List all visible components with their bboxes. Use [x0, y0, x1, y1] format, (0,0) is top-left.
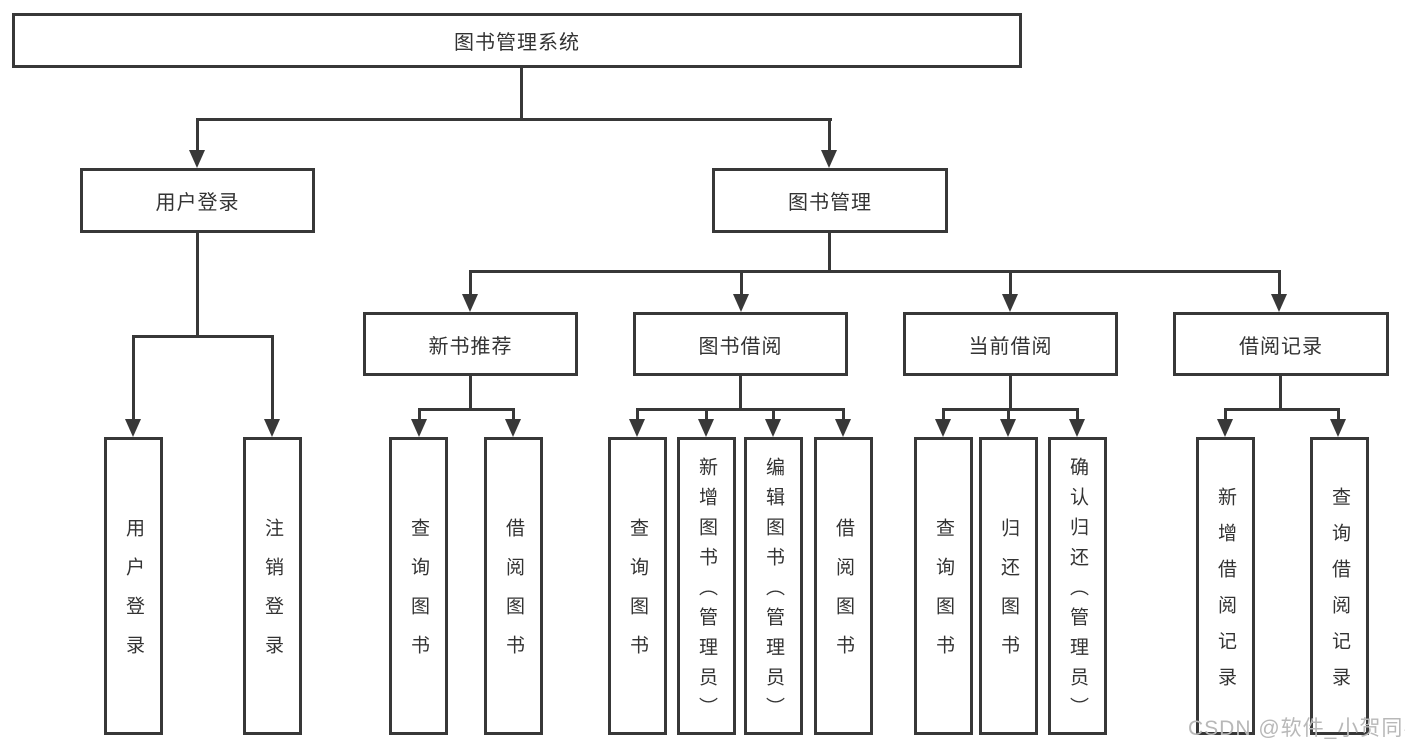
node-label: 新书推荐 [428, 335, 513, 358]
connector-leaf-drop [1076, 408, 1079, 421]
connector-leaf-drop [772, 408, 775, 421]
connector-root-stem [520, 68, 523, 118]
node-user-login: 用户登录 [80, 168, 315, 233]
connector-rail [636, 408, 844, 411]
leaf-label: 新增借阅记录 [1215, 486, 1236, 703]
leaf-label: 借阅图书 [503, 518, 524, 674]
connector-leaf-drop [132, 335, 135, 420]
arrow-down-icon [935, 419, 951, 437]
connector-leaf-drop [842, 408, 845, 421]
leaf-borrow-books: 借阅图书 [484, 437, 543, 735]
leaf-label: 查询借阅记录 [1329, 486, 1350, 703]
leaf-label: 新增图书（管理员） [696, 456, 717, 727]
node-new-book-recommend: 新书推荐 [363, 312, 578, 376]
leaf-query-books: 查询图书 [389, 437, 448, 735]
arrow-down-icon [1271, 294, 1287, 312]
connector-user-login-drop [196, 118, 199, 152]
node-label: 借阅记录 [1239, 335, 1323, 358]
node-label: 图书管理系统 [454, 32, 580, 54]
leaf-label: 编辑图书（管理员） [763, 456, 784, 727]
connector-leaf-drop [740, 270, 743, 294]
connector-book-mgmt-drop [828, 118, 831, 152]
connector-leaf-drop [512, 408, 515, 421]
leaf-label: 用户登录 [123, 518, 144, 674]
node-book-borrowing: 图书借阅 [633, 312, 848, 376]
connector-leaf-drop [469, 270, 472, 294]
arrow-down-icon [1069, 419, 1085, 437]
leaf-label: 注销登录 [262, 518, 283, 674]
arrow-down-icon [733, 294, 749, 312]
connector-user-login-stem [196, 233, 199, 337]
connector-level3-rail [469, 270, 1281, 273]
leaf-edit-books-admin: 编辑图书（管理员） [744, 437, 803, 735]
arrow-down-icon [264, 419, 280, 437]
arrow-down-icon [462, 294, 478, 312]
node-book-management: 图书管理 [712, 168, 948, 233]
leaf-add-books-admin: 新增图书（管理员） [677, 437, 736, 735]
connector-rail [942, 408, 1079, 411]
arrow-down-icon [189, 150, 205, 168]
connector-leaf-drop [705, 408, 708, 421]
connector-stem [739, 376, 742, 408]
connector-leaf-drop [418, 408, 421, 421]
arrow-down-icon [411, 419, 427, 437]
node-label: 图书借阅 [698, 335, 783, 358]
leaf-add-borrow-record: 新增借阅记录 [1196, 437, 1255, 735]
leaf-logout: 注销登录 [243, 437, 302, 735]
node-label: 图书管理 [788, 192, 872, 214]
node-borrowing-records: 借阅记录 [1173, 312, 1389, 376]
arrow-down-icon [835, 419, 851, 437]
leaf-confirm-return-admin: 确认归还（管理员） [1048, 437, 1107, 735]
node-label: 当前借阅 [968, 335, 1053, 358]
connector-user-login-rail [132, 335, 273, 338]
connector-book-mgmt-stem [828, 233, 831, 270]
leaf-return-books: 归还图书 [979, 437, 1038, 735]
arrow-down-icon [1002, 294, 1018, 312]
connector-leaf-drop [1009, 270, 1012, 294]
connector-rail [418, 408, 514, 411]
leaf-query-books: 查询图书 [608, 437, 667, 735]
leaf-query-books: 查询图书 [914, 437, 973, 735]
arrow-down-icon [125, 419, 141, 437]
connector-level1-rail [196, 118, 832, 121]
leaf-label: 查询图书 [627, 518, 648, 674]
arrow-down-icon [505, 419, 521, 437]
leaf-label: 归还图书 [998, 518, 1019, 674]
connector-rail [1224, 408, 1340, 411]
leaf-label: 确认归还（管理员） [1067, 456, 1088, 727]
node-label: 用户登录 [155, 192, 240, 214]
connector-stem [1009, 376, 1012, 408]
leaf-borrow-books: 借阅图书 [814, 437, 873, 735]
arrow-down-icon [1330, 419, 1346, 437]
connector-leaf-drop [1278, 270, 1281, 294]
leaf-label: 查询图书 [408, 518, 429, 674]
connector-leaf-drop [636, 408, 639, 421]
arrow-down-icon [1217, 419, 1233, 437]
csdn-watermark: CSDN @软件_小贺同学 [1188, 717, 1405, 740]
leaf-user-login: 用户登录 [104, 437, 163, 735]
leaf-label: 查询图书 [933, 518, 954, 674]
node-library-management-system: 图书管理系统 [12, 13, 1022, 68]
connector-stem [469, 376, 472, 408]
connector-leaf-drop [1224, 408, 1227, 421]
leaf-label: 借阅图书 [833, 518, 854, 674]
node-current-borrowing: 当前借阅 [903, 312, 1118, 376]
arrow-down-icon [698, 419, 714, 437]
arrow-down-icon [1000, 419, 1016, 437]
connector-leaf-drop [1007, 408, 1010, 421]
arrow-down-icon [765, 419, 781, 437]
connector-leaf-drop [1337, 408, 1340, 421]
connector-leaf-drop [942, 408, 945, 421]
leaf-query-borrow-record: 查询借阅记录 [1310, 437, 1369, 735]
arrow-down-icon [821, 150, 837, 168]
connector-leaf-drop [271, 335, 274, 420]
arrow-down-icon [629, 419, 645, 437]
connector-stem [1279, 376, 1282, 408]
